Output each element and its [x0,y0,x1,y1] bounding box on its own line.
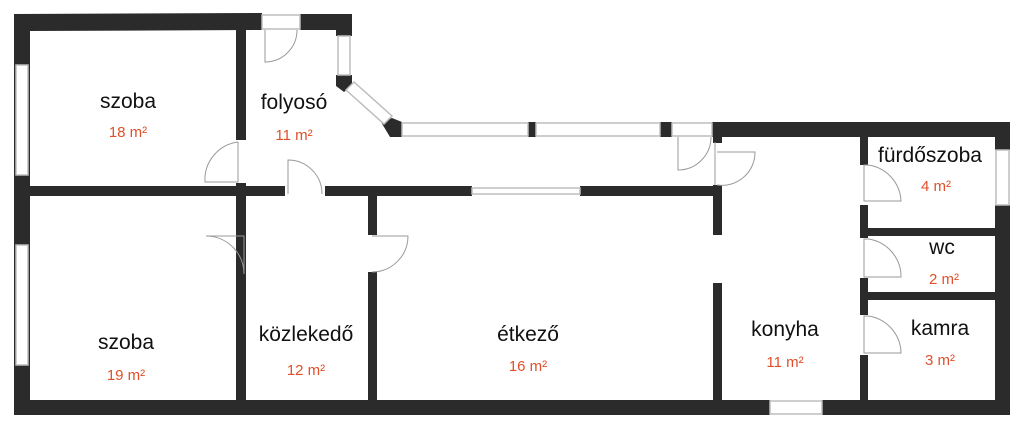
room-area: 19 m² [107,367,145,384]
room-name: közlekedő [259,323,354,346]
room-name: étkező [497,323,559,346]
room-name: fürdőszoba [878,144,982,167]
room-area: 12 m² [287,362,325,379]
room-name: szoba [98,331,154,354]
room-area: 16 m² [509,358,547,375]
room-area: 4 m² [921,178,951,195]
room-area: 11 m² [766,354,803,371]
room-area: 2 m² [929,271,959,288]
room-area: 3 m² [925,352,955,369]
room-area: 11 m² [275,127,312,144]
room-labels: szoba 18 m² folyosó 11 m² szoba 19 m² kö… [98,90,982,384]
room-name: konyha [751,318,819,341]
windows [15,14,1010,415]
room-name: wc [928,236,955,259]
walls [14,13,1010,415]
room-name: kamra [911,317,970,340]
doors [204,29,902,354]
room-name: szoba [100,90,156,113]
room-area: 18 m² [109,124,147,141]
room-name: folyosó [261,91,328,114]
